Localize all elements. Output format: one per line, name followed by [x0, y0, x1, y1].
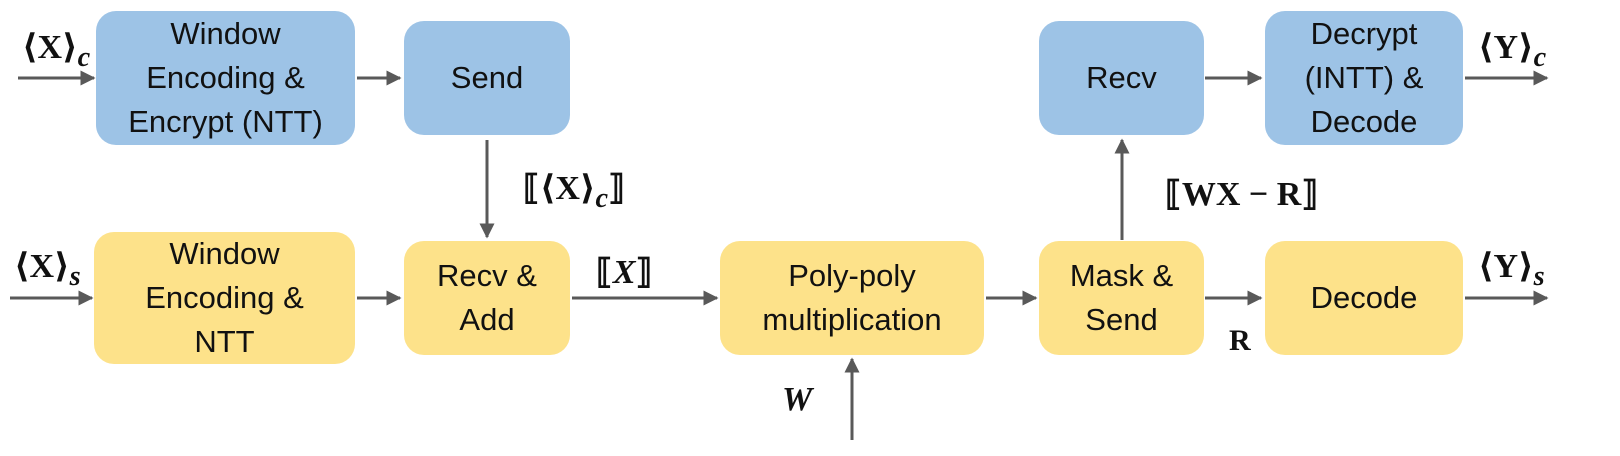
client-recv-box: Recv	[1039, 21, 1204, 135]
label-y-server: ⟨Y⟩s	[1478, 248, 1545, 292]
client-decrypt-decode-box: Decrypt (INTT) & Decode	[1265, 11, 1463, 145]
server-mask-send-box: Mask & Send	[1039, 241, 1204, 355]
client-send-box: Send	[404, 21, 570, 135]
label-encrypted-x: ⟦X⟧	[596, 254, 653, 291]
label-y-client: ⟨Y⟩c	[1478, 29, 1547, 73]
server-decode-box: Decode	[1265, 241, 1463, 355]
server-recv-add-box: Recv & Add	[404, 241, 570, 355]
label-x-client: ⟨X⟩c	[22, 29, 91, 73]
label-w: W	[782, 381, 813, 418]
label-x-server: ⟨X⟩s	[14, 248, 81, 292]
server-encode-ntt-box: Window Encoding & NTT	[94, 232, 355, 364]
server-polymul-box: Poly-poly multiplication	[720, 241, 984, 355]
client-encode-encrypt-box: Window Encoding & Encrypt (NTT)	[96, 11, 355, 145]
label-encrypted-wx-minus-r: ⟦WX − R⟧	[1165, 176, 1319, 213]
label-encrypted-x-client: ⟦⟨X⟩c⟧	[523, 170, 625, 214]
label-r: R	[1229, 324, 1251, 357]
